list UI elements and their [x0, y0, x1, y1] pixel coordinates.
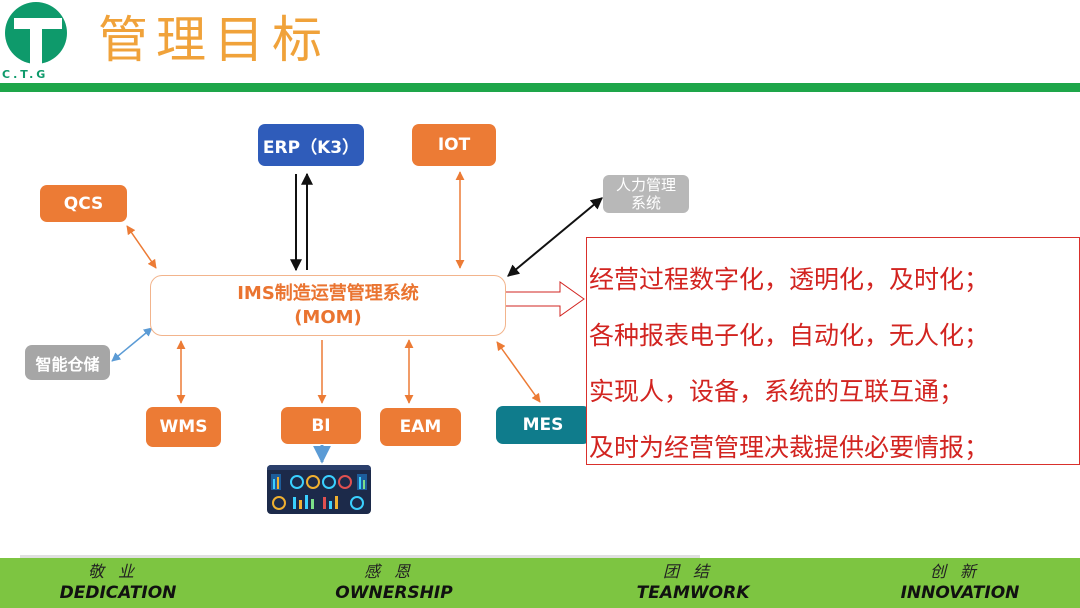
storage-arrow — [111, 327, 153, 362]
motto-cn: 团结 — [662, 562, 723, 581]
bi-box: BI — [281, 407, 361, 444]
hr-system-label-line1: 人力管理 — [615, 176, 676, 194]
mom-center-box: IMS制造运营管理系统 (MOM) — [150, 275, 506, 336]
mom-subtitle: (MOM) — [294, 307, 362, 328]
footer-top-divider — [20, 555, 700, 558]
goal-item: 实现人，设备，系统的互联互通； — [589, 377, 965, 406]
motto-ownership: 感恩 OWNERSHIP — [314, 562, 474, 604]
goals-arrow — [499, 281, 585, 317]
smart-storage-box: 智能仓储 — [25, 345, 110, 380]
dashboard-graphic — [267, 465, 371, 510]
goal-item: 各种报表电子化，自动化，无人化； — [589, 321, 990, 350]
hr-system-label-line2: 系统 — [630, 194, 661, 212]
qcs-arrow — [126, 225, 157, 269]
motto-en: OWNERSHIP — [335, 583, 453, 603]
erp-box: ERP（K3） — [258, 124, 364, 166]
goal-item: 经营过程数字化，透明化，及时化； — [589, 265, 990, 294]
logo-text: C.T.G — [2, 68, 49, 81]
mom-title: IMS制造运营管理系统 — [237, 283, 419, 304]
wms-box: WMS — [146, 407, 221, 447]
mes-box: MES — [496, 406, 590, 444]
motto-teamwork: 团结 TEAMWORK — [613, 562, 773, 604]
motto-en: DEDICATION — [59, 583, 177, 603]
footer-bar: 敬业 DEDICATION 感恩 OWNERSHIP 团结 TEAMWORK 创… — [0, 558, 1080, 608]
management-goals-box: 经营过程数字化，透明化，及时化； 各种报表电子化，自动化，无人化； 实现人，设备… — [586, 237, 1080, 465]
page-title: 管理目标 — [98, 11, 330, 69]
hr-system-box: 人力管理 系统 — [603, 175, 689, 213]
motto-innovation: 创新 INNOVATION — [880, 562, 1040, 604]
iot-box: IOT — [412, 124, 496, 166]
bi-dashboard-thumbnail — [267, 465, 371, 514]
header-divider — [0, 83, 1080, 92]
qcs-box: QCS — [40, 185, 127, 222]
motto-cn: 敬业 — [87, 562, 148, 581]
motto-en: TEAMWORK — [636, 583, 750, 603]
mes-arrow — [496, 341, 541, 403]
goal-item: 及时为经营管理决裁提供必要情报； — [589, 433, 990, 462]
motto-en: INNOVATION — [900, 583, 1020, 603]
eam-box: EAM — [380, 408, 461, 446]
ctg-logo: C.T.G — [0, 0, 80, 84]
hr-arrow — [507, 197, 603, 277]
motto-cn: 感恩 — [363, 562, 424, 581]
ctg-logo-mark — [5, 2, 67, 64]
motto-dedication: 敬业 DEDICATION — [38, 562, 198, 604]
motto-cn: 创新 — [929, 562, 990, 581]
